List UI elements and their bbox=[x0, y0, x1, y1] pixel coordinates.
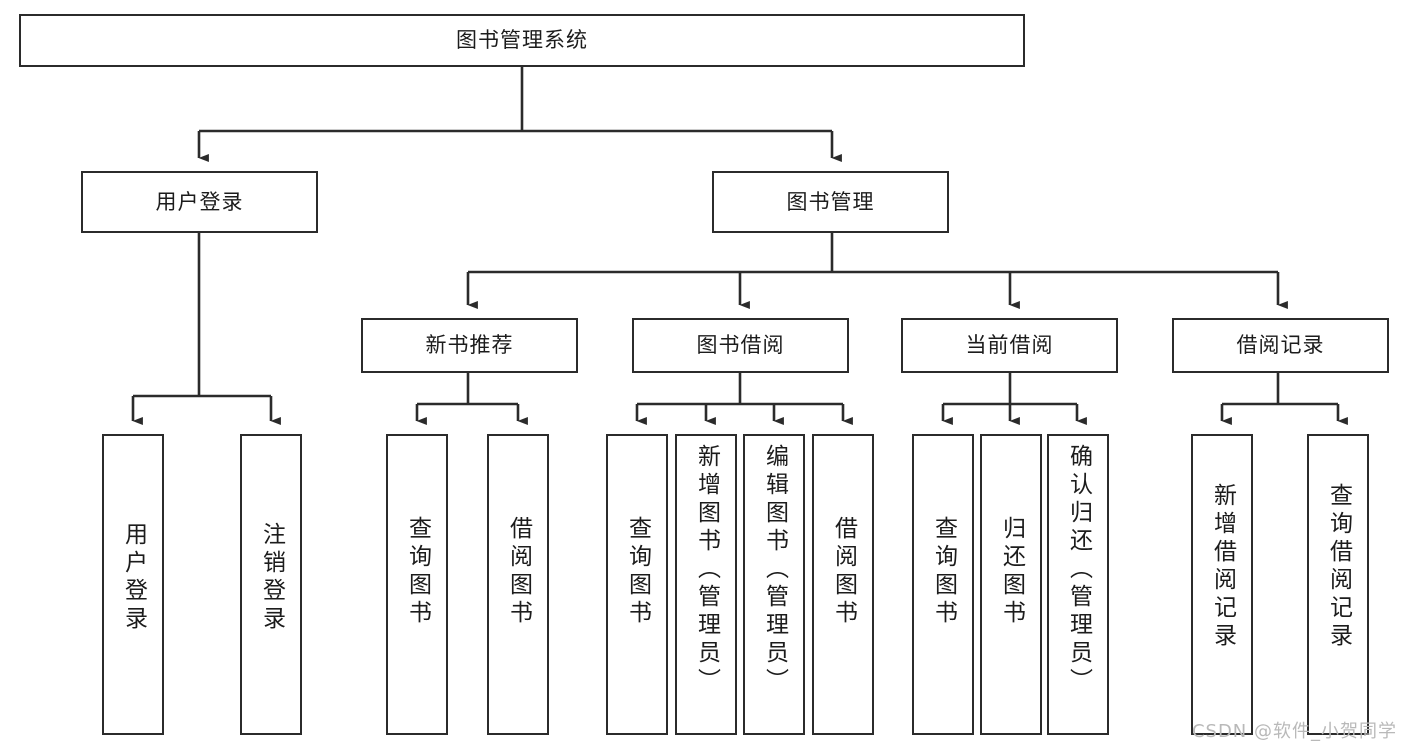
node-book-borrow-label: 图书借阅 bbox=[696, 333, 785, 358]
node-borrow-record-label: 借阅记录 bbox=[1236, 333, 1325, 358]
node-leaf-confirm-return-label: 确认归还（管理员） bbox=[1065, 444, 1092, 696]
node-leaf-query-book-1[interactable]: 查询图书 bbox=[386, 434, 448, 735]
node-leaf-edit-book[interactable]: 编辑图书（管理员） bbox=[743, 434, 805, 735]
node-new-book-rec[interactable]: 新书推荐 bbox=[361, 318, 578, 373]
node-leaf-borrow-book-2[interactable]: 借阅图书 bbox=[812, 434, 874, 735]
node-leaf-add-book-label: 新增图书（管理员） bbox=[693, 444, 720, 696]
node-leaf-add-book[interactable]: 新增图书（管理员） bbox=[675, 434, 737, 735]
node-new-book-rec-label: 新书推荐 bbox=[425, 333, 514, 358]
node-leaf-borrow-book-1[interactable]: 借阅图书 bbox=[487, 434, 549, 735]
node-book-manage[interactable]: 图书管理 bbox=[712, 171, 949, 233]
node-leaf-add-record[interactable]: 新增借阅记录 bbox=[1191, 434, 1253, 735]
node-leaf-borrow-book-1-label: 借阅图书 bbox=[505, 516, 532, 628]
node-leaf-query-book-2[interactable]: 查询图书 bbox=[606, 434, 668, 735]
node-leaf-borrow-book-2-label: 借阅图书 bbox=[830, 516, 857, 628]
node-leaf-query-book-2-label: 查询图书 bbox=[624, 516, 651, 628]
node-root-label: 图书管理系统 bbox=[456, 28, 588, 53]
node-leaf-logout-label: 注销登录 bbox=[258, 522, 285, 634]
node-leaf-query-record[interactable]: 查询借阅记录 bbox=[1307, 434, 1369, 735]
node-book-manage-label: 图书管理 bbox=[786, 189, 875, 214]
node-user-login-label: 用户登录 bbox=[155, 189, 244, 214]
node-current-borrow[interactable]: 当前借阅 bbox=[901, 318, 1118, 373]
node-leaf-edit-book-label: 编辑图书（管理员） bbox=[761, 444, 788, 696]
csdn-watermark: CSDN @软件_小贺同学 bbox=[1191, 721, 1397, 742]
node-borrow-record[interactable]: 借阅记录 bbox=[1172, 318, 1389, 373]
node-leaf-query-record-label: 查询借阅记录 bbox=[1325, 483, 1352, 651]
node-leaf-confirm-return[interactable]: 确认归还（管理员） bbox=[1047, 434, 1109, 735]
node-leaf-user-login-label: 用户登录 bbox=[120, 522, 147, 634]
node-leaf-return-book-label: 归还图书 bbox=[998, 516, 1025, 628]
node-leaf-return-book[interactable]: 归还图书 bbox=[980, 434, 1042, 735]
node-book-borrow[interactable]: 图书借阅 bbox=[632, 318, 849, 373]
node-leaf-add-record-label: 新增借阅记录 bbox=[1209, 483, 1236, 651]
node-user-login[interactable]: 用户登录 bbox=[81, 171, 318, 233]
node-leaf-query-book-1-label: 查询图书 bbox=[404, 516, 431, 628]
node-root[interactable]: 图书管理系统 bbox=[19, 14, 1025, 67]
node-leaf-user-login[interactable]: 用户登录 bbox=[102, 434, 164, 735]
node-current-borrow-label: 当前借阅 bbox=[965, 333, 1054, 358]
node-leaf-query-book-3-label: 查询图书 bbox=[930, 516, 957, 628]
node-leaf-query-book-3[interactable]: 查询图书 bbox=[912, 434, 974, 735]
node-leaf-logout[interactable]: 注销登录 bbox=[240, 434, 302, 735]
